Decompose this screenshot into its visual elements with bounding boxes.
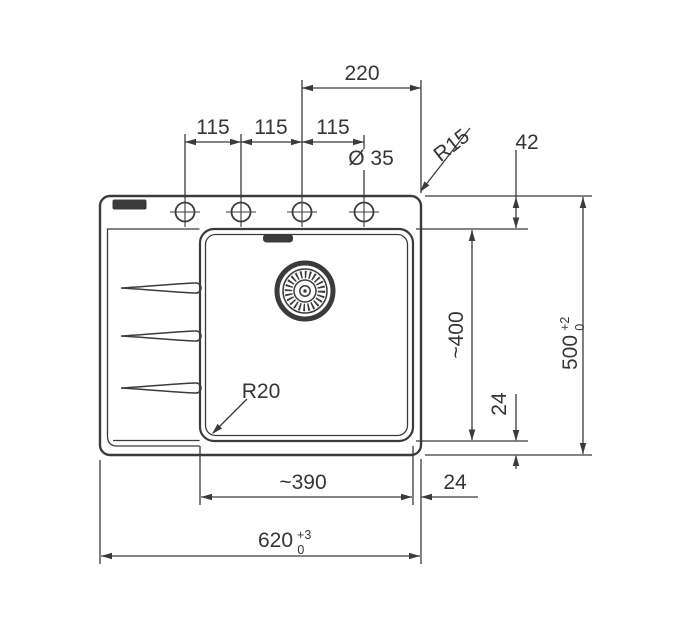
arrowhead	[410, 84, 421, 92]
dim-500: 500 +20	[558, 197, 587, 454]
arrowhead	[409, 552, 420, 560]
dim-220-label: 220	[344, 62, 379, 85]
arrowhead	[291, 138, 302, 146]
tap-hole	[349, 197, 379, 227]
dim-24v-label: 24	[488, 392, 511, 416]
dim-500-tol-plus: +2	[558, 317, 572, 331]
dim-115-chain: 115 115 115	[184, 116, 365, 198]
dim-115-lines	[184, 134, 365, 198]
dim-620-tol-minus: 0	[297, 543, 304, 557]
bowl	[198, 227, 415, 443]
dim-390-label: ~390	[279, 471, 326, 494]
tap-hole-crosshair	[226, 197, 256, 227]
dim-220: 220	[301, 62, 422, 198]
tap-hole	[170, 197, 200, 227]
overflow-slot	[263, 234, 293, 243]
drain-center-ring	[299, 285, 311, 297]
arrowhead	[579, 197, 587, 208]
dim-24h-label: 24	[443, 471, 467, 494]
arrowhead	[468, 429, 476, 441]
dim-390: ~390	[201, 471, 412, 501]
dim-24-horizontal: 24	[421, 471, 478, 501]
drainer-groove	[120, 282, 202, 294]
dim-500-value: 500	[559, 335, 582, 370]
arrowhead	[201, 493, 212, 501]
arrowhead	[302, 84, 313, 92]
dim-115-label-2: 115	[254, 116, 287, 139]
arrowhead	[579, 443, 587, 454]
tap-hole	[226, 197, 256, 227]
arrowhead	[230, 138, 241, 146]
arrowhead	[420, 181, 430, 192]
extension-lines	[416, 195, 592, 456]
dim-400-label: ~400	[445, 311, 468, 358]
dim-42: 42	[512, 131, 539, 229]
dim-620-tol-plus: +3	[297, 528, 311, 542]
drain-center-dot	[303, 289, 307, 293]
dim-500-label: 500 +20	[558, 317, 587, 370]
drainer-inner-edge	[106, 228, 200, 447]
dim-r15-leader	[420, 127, 471, 192]
arrowhead	[512, 217, 520, 229]
drainer-groove	[120, 330, 202, 342]
arrowhead	[101, 552, 112, 560]
arrowhead	[468, 230, 476, 241]
dim-24-vertical: 24	[488, 392, 520, 469]
arrowhead	[512, 430, 520, 441]
tap-hole	[287, 197, 317, 227]
dim-500-tol-minus: 0	[573, 324, 587, 331]
tap-hole-crosshair	[170, 197, 200, 227]
tap-hole-crosshair	[349, 197, 379, 227]
dim-hole-dia-label: Ø 35	[348, 147, 394, 170]
dim-115-label-1: 115	[196, 116, 229, 139]
sink-outer-edge	[98, 194, 423, 457]
extension-lines	[99, 446, 422, 564]
right-extension-lines	[416, 195, 592, 456]
arrowhead	[185, 138, 196, 146]
dim-hole-diameter: Ø 35	[348, 147, 394, 170]
dim-42-label: 42	[515, 131, 538, 154]
tap-hole-crosshair	[287, 197, 317, 227]
dim-r20-label: R20	[242, 380, 281, 403]
arrowhead	[353, 138, 364, 146]
drain-outer-ring	[274, 260, 336, 322]
tap-holes	[170, 197, 379, 227]
sink-outline	[98, 194, 423, 457]
dim-620-value: 620	[258, 529, 293, 552]
bowl-inner-edge	[204, 233, 409, 437]
arrowhead	[401, 493, 412, 501]
drainer-grooves	[120, 282, 202, 394]
dim-r20: R20	[212, 380, 280, 434]
arrowhead	[212, 423, 223, 434]
drain-ring	[293, 279, 317, 303]
drainer-groove	[120, 382, 202, 394]
arrowhead	[421, 493, 432, 501]
dim-400: ~400	[445, 230, 476, 441]
dim-115-label-3: 115	[316, 116, 349, 139]
arrowhead	[512, 197, 520, 208]
bowl-outer-edge	[198, 227, 415, 443]
arrowhead	[241, 138, 252, 146]
drain-strainer-hatch	[284, 270, 326, 312]
dim-r15: R15	[420, 125, 474, 192]
arrowhead	[302, 138, 313, 146]
dim-220-lines	[301, 80, 422, 198]
bottom-extension-lines	[99, 446, 422, 564]
drain	[274, 260, 336, 322]
drain-ring	[282, 268, 328, 314]
arrowhead	[512, 455, 520, 466]
brand-logo	[112, 199, 147, 210]
